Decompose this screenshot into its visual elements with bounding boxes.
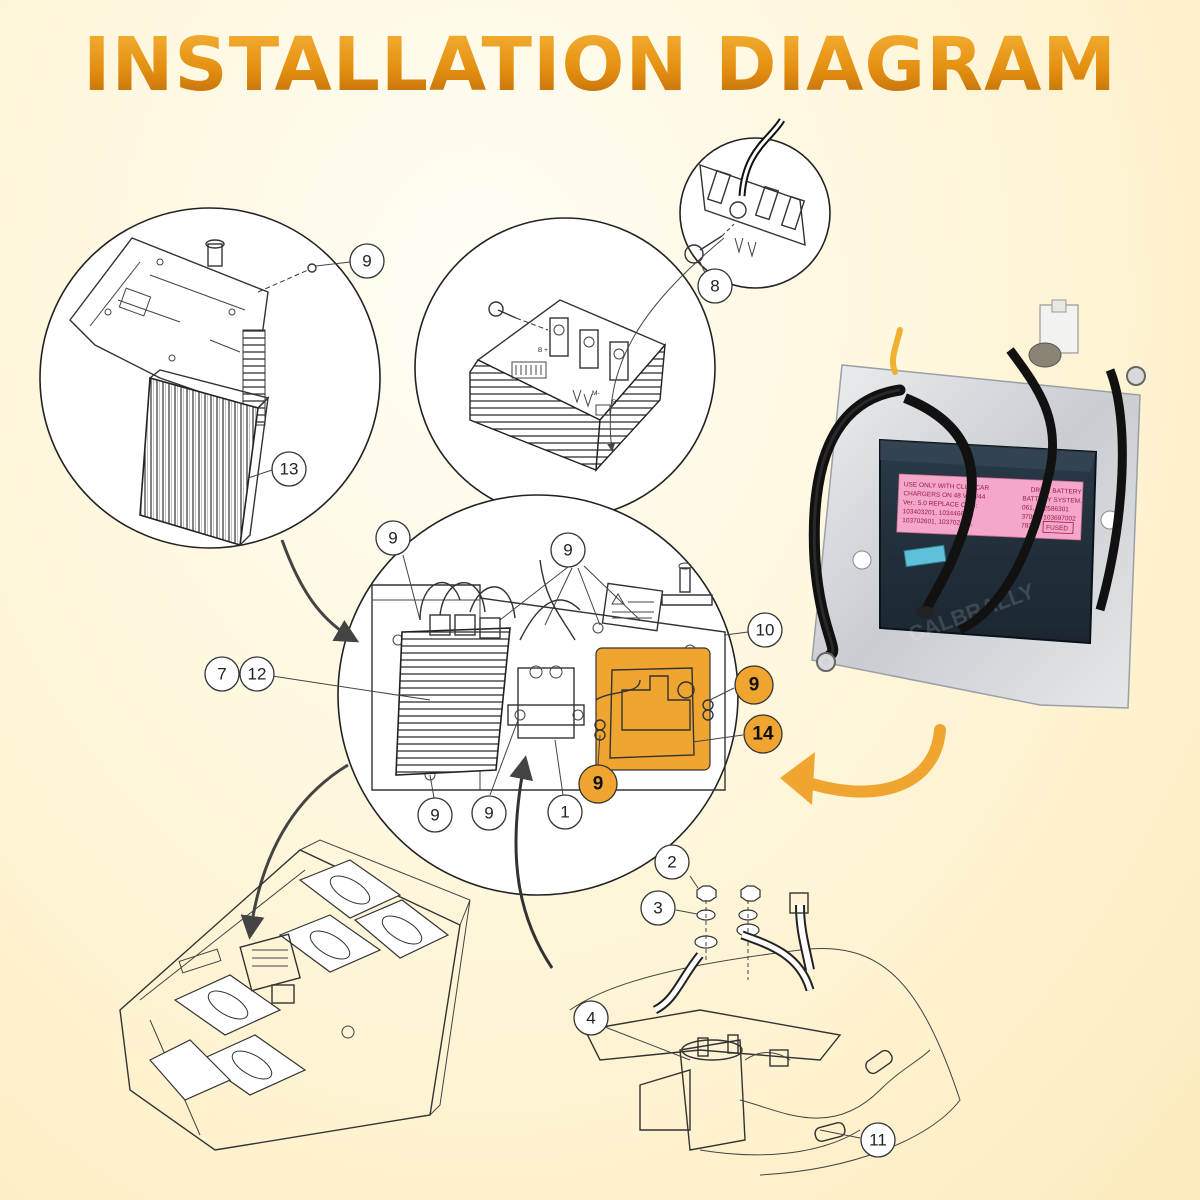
cart-cutaway [119, 839, 471, 1151]
detail-circle-main: 9 9 10 7 12 9 9 1 9 14 9 [204, 494, 783, 896]
detail-circle-top-right: 8 [679, 118, 831, 304]
product-photo: USE ONLY WITH CLUB CAR DRIVE BATTERY CHA… [808, 299, 1146, 709]
callout-9-highlight-bottom: 9 [593, 774, 604, 795]
orange-arrow-head [780, 752, 815, 805]
orange-arrow [794, 724, 946, 798]
callout-9: 9 [362, 252, 371, 271]
callout-10: 10 [756, 621, 775, 640]
callout-1: 1 [560, 803, 569, 822]
callout-7: 7 [217, 665, 226, 684]
callout-3: 3 [653, 899, 662, 918]
arrow-terminal-to-controller [607, 237, 725, 452]
label-line-3: Ver.: 5.0 REPLACE OEM: [903, 499, 978, 509]
callout-9-highlight-right: 9 [749, 675, 760, 696]
svg-text:B: B [612, 399, 616, 406]
label-line-1: USE ONLY WITH CLUB CAR [904, 481, 990, 492]
solenoid-assembly: 2 3 4 11 [569, 844, 961, 1176]
callout-9-bottom-center: 9 [484, 804, 493, 823]
arrow-filter-to-main [280, 539, 360, 643]
label-line-4: 103403201, 103446601, [902, 508, 973, 518]
callout-9-center: 9 [563, 541, 572, 560]
svg-text:M-: M- [592, 390, 600, 397]
label-line-4b: 37001, 103697002 [1021, 513, 1076, 522]
detail-circle-top-left: 9 13 [39, 207, 385, 549]
label-line-3b: 061, 102586301 [1022, 504, 1070, 513]
label-line-1b: DRIVE BATTERY [1031, 487, 1083, 496]
callout-12: 12 [248, 665, 267, 684]
callout-9-left: 9 [388, 529, 397, 548]
fused-label: FUSED [1046, 524, 1069, 532]
arrow-solenoid-to-main [509, 755, 554, 969]
callout-4: 4 [586, 1009, 595, 1028]
callout-8: 8 [710, 277, 719, 296]
label-line-2: CHARGERS ON 48 VDC/44 [903, 490, 986, 501]
callout-2: 2 [667, 853, 676, 872]
arrow-main-to-cart [240, 763, 349, 940]
detail-circle-top-center: B + M- B [414, 217, 716, 519]
label-line-5: 103702601, 103702604, [902, 517, 973, 527]
callout-14: 14 [752, 724, 774, 745]
callout-13: 13 [280, 460, 299, 479]
svg-text:B +: B + [538, 347, 548, 354]
callout-9-bottom-left: 9 [430, 806, 439, 825]
label-line-2b: BATTERY SYSTEM. [1022, 495, 1082, 505]
page-title: INSTALLATION DIAGRAM [0, 22, 1200, 108]
callout-11: 11 [869, 1131, 887, 1150]
